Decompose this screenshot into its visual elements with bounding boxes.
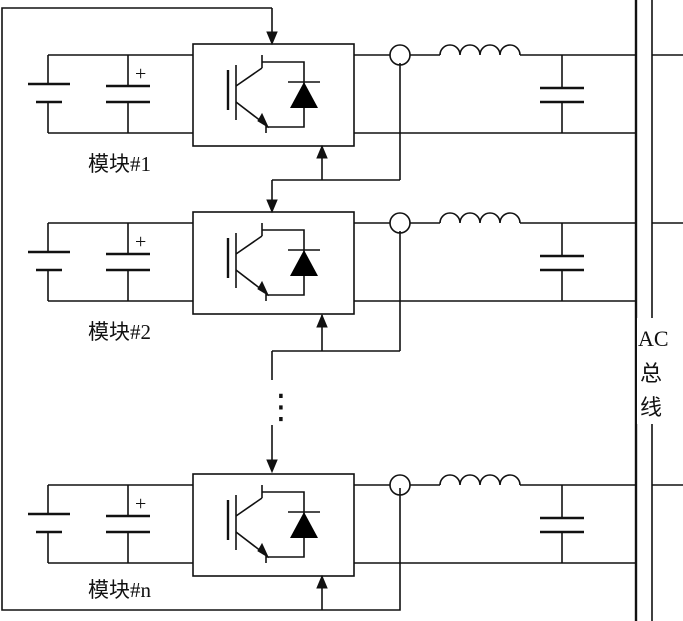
capacitor-plus: + [135,493,146,515]
current-sensor-icon [389,212,411,234]
ac-bus: AC 总 线 [634,0,671,621]
diode-icon [262,229,320,296]
feedback-1-arrow [316,144,328,159]
feedback-n-arrow [316,574,328,589]
igbt-icon [226,485,270,563]
inverter-box [192,211,355,315]
module-label: 模块#n [88,578,152,602]
capacitor-plus: + [135,231,146,253]
battery-icon [28,223,70,301]
inverter-box [192,43,355,147]
battery-icon [28,485,70,563]
module-n: + 模块#n [28,473,683,602]
igbt-icon [226,223,270,301]
capacitor-icon [106,223,150,301]
arrow-into-module-n [266,459,278,474]
inductor-icon [439,44,521,56]
inductor-icon [439,212,521,224]
capacitor-icon [106,485,150,563]
filter-capacitor-icon [540,55,584,133]
control-chain: ⋮ [1,7,401,611]
filter-capacitor-icon [540,485,584,563]
diode-icon [262,491,320,558]
capacitor-icon [106,55,150,133]
current-sensor-icon [389,44,411,66]
ac-bus-label-bg [637,318,671,424]
inverter-box [192,473,355,577]
ac-bus-label-ac: AC [638,326,669,351]
continuation-dots: ⋮ [264,387,298,427]
module-label: 模块#1 [88,152,151,176]
left-return-wire [1,7,401,611]
arrow-into-module-2 [266,199,278,214]
filter-capacitor-icon [540,223,584,301]
diode-icon [262,61,320,128]
igbt-icon [226,55,270,133]
inductor-icon [439,474,521,486]
module-1: + 模块#1 [28,43,683,176]
feedback-2-arrow [316,313,328,328]
ac-bus-label-zong: 总 [640,361,662,386]
module-label: 模块#2 [88,320,151,344]
battery-icon [28,55,70,133]
capacitor-plus: + [135,63,146,85]
module-2: + 模块#2 [28,211,683,344]
ac-bus-label-xian: 线 [640,395,662,420]
arrow-into-module-1 [266,31,278,46]
